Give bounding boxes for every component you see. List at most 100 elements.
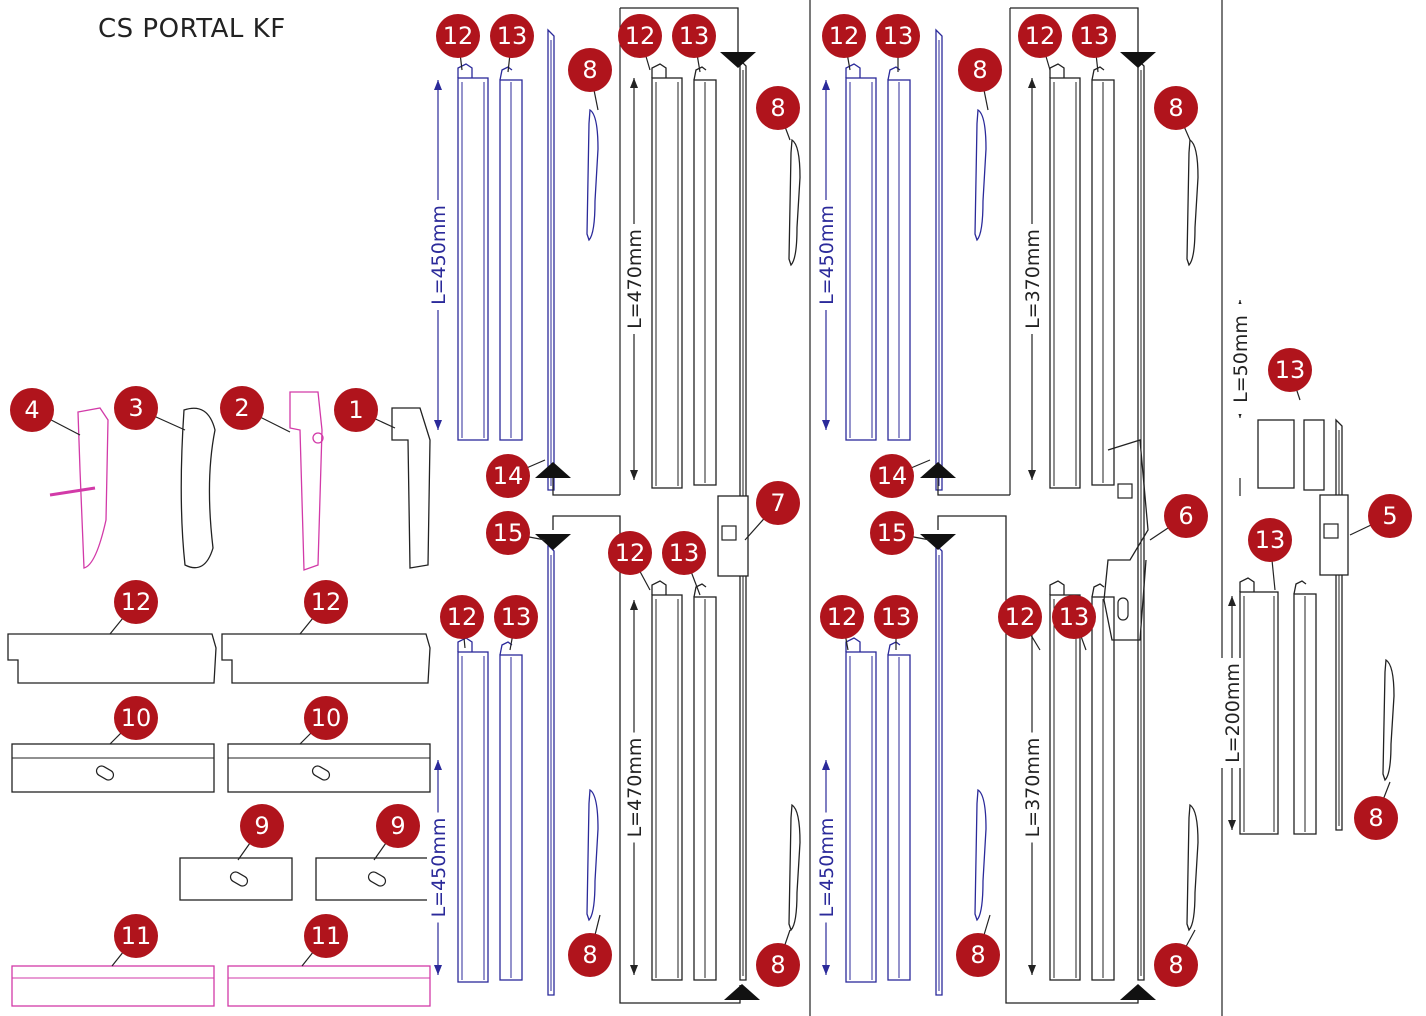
callout-number: 14 [877, 462, 908, 490]
callout-number: 8 [1168, 94, 1183, 122]
callout-number: 8 [970, 941, 985, 969]
handle-2-outline [289, 391, 323, 571]
callout-badge [1368, 494, 1412, 538]
dimension-arrowhead [434, 420, 442, 430]
slot-icon [311, 765, 331, 781]
espag-strip [739, 58, 747, 981]
handle-1-outline [391, 407, 431, 569]
dimension-label-bg [427, 812, 449, 923]
callout-badge [618, 14, 662, 58]
callout-number: 13 [679, 22, 710, 50]
callout-badge [440, 595, 484, 639]
callout-badge [490, 14, 534, 58]
dimension-label-bg [1021, 224, 1043, 334]
profile-rail-cap [1049, 580, 1065, 595]
cylinder-slot-icon [1117, 597, 1129, 621]
dimension-label: L=450mm [816, 818, 838, 918]
callout-number: 12 [443, 22, 474, 50]
callout-number: 8 [972, 56, 987, 84]
callout-badge [240, 804, 284, 848]
callout-number: 12 [121, 588, 152, 616]
dimension-label: L=200mm [1222, 663, 1244, 763]
callout-number: 13 [497, 22, 528, 50]
callout-number: 8 [770, 94, 785, 122]
striker-plate [974, 108, 987, 242]
striker-plate [1186, 803, 1199, 932]
dimension-arrowhead [1228, 596, 1236, 606]
callout-number: 9 [254, 812, 269, 840]
dimension-arrowhead [1028, 965, 1036, 975]
arrow-triangle-up-icon [920, 462, 956, 478]
gasket-profile-cap [1293, 580, 1307, 595]
profile-12-black [651, 77, 683, 489]
callout-badge [756, 943, 800, 987]
arrow-triangle-down-icon [720, 52, 756, 68]
callout-badge [114, 580, 158, 624]
dimension-arrowhead [1028, 470, 1036, 480]
callout-badge [334, 388, 378, 432]
callout-badge [870, 454, 914, 498]
dimension-label: L=450mm [816, 205, 838, 305]
profile-12-blue [457, 77, 489, 441]
callout-badge [114, 914, 158, 958]
callout-badge [304, 580, 348, 624]
callout-number: 12 [447, 603, 478, 631]
slot-icon [367, 871, 387, 887]
striker-plate [586, 788, 599, 922]
dimension-label: L=470mm [624, 229, 646, 329]
callout-badge [568, 48, 612, 92]
profile-12-blue [845, 77, 877, 441]
handle-3-outline [180, 407, 216, 569]
callout-badge [1052, 595, 1096, 639]
frame-line [937, 478, 1010, 496]
espag-strip [547, 28, 555, 491]
dimension-arrowhead [822, 965, 830, 975]
gasket-profile-cap [1091, 66, 1105, 81]
striker-plate [1186, 138, 1199, 267]
dimension-arrowhead [822, 80, 830, 90]
dimension-arrowhead [630, 78, 638, 88]
dimension-label: L=450mm [428, 818, 450, 918]
dimension-label-bg [1221, 658, 1243, 768]
gasket-profile-cap [887, 641, 901, 656]
callout-number: 13 [1059, 603, 1090, 631]
callout-number: 4 [24, 396, 39, 424]
callout-number: 7 [770, 489, 785, 517]
callout-badge [494, 595, 538, 639]
striker-plate [788, 138, 801, 267]
callout-number: 12 [311, 588, 342, 616]
dimension-label-bg [427, 200, 449, 310]
callout-number: 13 [501, 603, 532, 631]
profile-rail-cap [651, 63, 667, 78]
frame-line [552, 478, 620, 496]
slot-icon [229, 871, 249, 887]
profile-rail-cap [845, 637, 861, 652]
dimension-label-bg [1021, 732, 1043, 843]
callout-number: 6 [1178, 502, 1193, 530]
frame-line [620, 7, 739, 52]
housing-11 [11, 965, 215, 1007]
gasket-short [1303, 419, 1325, 491]
callout-number: 15 [877, 519, 908, 547]
callout-number: 8 [770, 951, 785, 979]
callout-number: 9 [390, 812, 405, 840]
gasket-profile-cap [1091, 583, 1105, 598]
callout-number: 11 [311, 922, 342, 950]
arrow-triangle-down-icon [1120, 52, 1156, 68]
callout-badge [820, 595, 864, 639]
striker-plate [1382, 658, 1395, 782]
dimension-label-bg [815, 812, 837, 923]
profile-12-black [1239, 591, 1279, 835]
callout-number: 14 [493, 462, 524, 490]
callout-badge [1354, 796, 1398, 840]
callout-badge [998, 595, 1042, 639]
striker-plate [974, 788, 987, 922]
housing-11 [227, 965, 431, 1007]
arrow-triangle-up-icon [535, 462, 571, 478]
arrow-triangle-up-icon [1120, 984, 1156, 1000]
callout-badge [1072, 14, 1116, 58]
callout-badge [662, 531, 706, 575]
profile-rail-cap [651, 580, 667, 595]
gearbox-6 [1103, 439, 1149, 641]
